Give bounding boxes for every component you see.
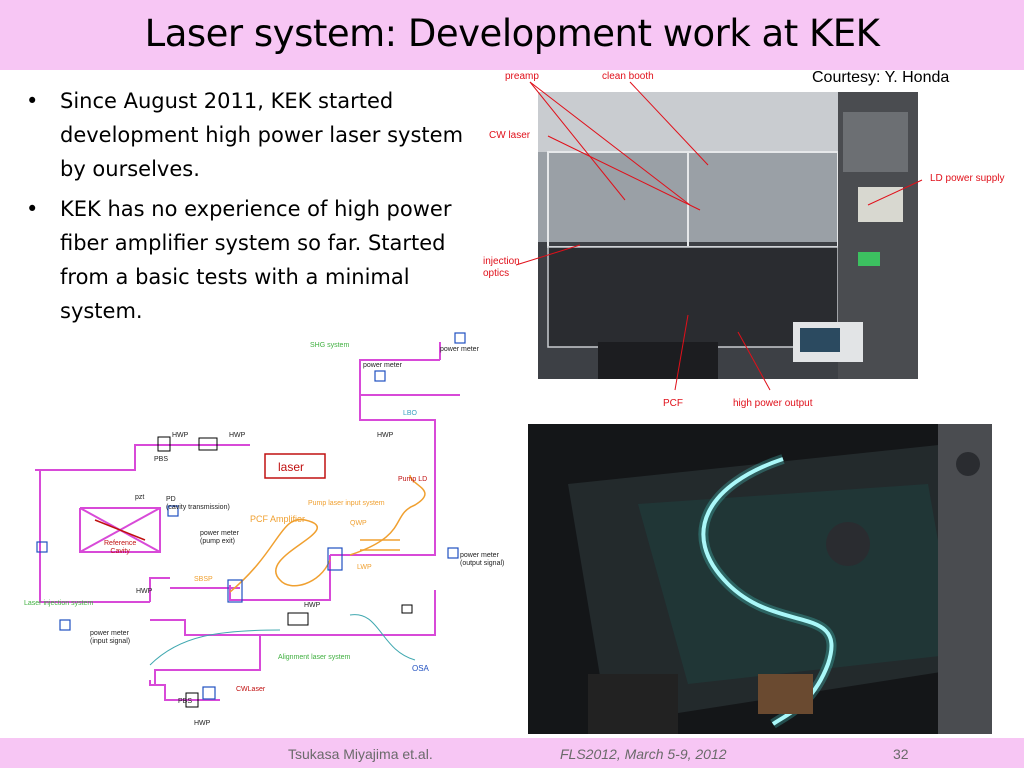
- label-reference-cavity: Reference Cavity: [104, 540, 137, 555]
- label-power-meter-input: power meter (input signal): [90, 630, 131, 645]
- footer-conference: FLS2012, March 5-9, 2012: [560, 746, 727, 762]
- bullet-list: Since August 2011, KEK started developme…: [20, 84, 485, 334]
- pcf-fiber-photo: [528, 424, 992, 734]
- label-shg-system: SHG system: [310, 342, 350, 349]
- callout-preamp: preamp: [505, 71, 539, 82]
- callout-cw-laser: CW laser: [489, 130, 531, 141]
- label-sbsp: SBSP: [194, 576, 213, 583]
- label-pbs-1: PBS: [154, 456, 169, 463]
- optical-setup-diagram: SHG system power meter power meter LBO H…: [20, 330, 510, 730]
- clean-booth-photo: [538, 92, 918, 379]
- callout-ld-power-supply: LD power supply: [930, 173, 1005, 184]
- bullet-item: KEK has no experience of high power fibe…: [20, 192, 485, 328]
- label-qwp: QWP: [350, 520, 367, 527]
- page-number: 32: [893, 746, 909, 762]
- label-power-meter-pump: power meter (pump exit): [200, 530, 239, 545]
- label-pd: PD (cavity transmission): [166, 496, 230, 511]
- courtesy-note: Courtesy: Y. Honda: [812, 69, 950, 86]
- label-hwp-3: HWP: [229, 432, 246, 439]
- label-hwp-1: HWP: [377, 432, 394, 439]
- label-laser: laser: [278, 460, 305, 474]
- label-pcf-amplifier: PCF Amplifier: [250, 514, 306, 524]
- callout-injection-optics: injection optics: [483, 256, 520, 279]
- bullet-item: Since August 2011, KEK started developme…: [20, 84, 485, 186]
- footer-bar: [0, 738, 1024, 768]
- label-hwp-5: HWP: [304, 602, 321, 609]
- title-bar: [0, 0, 1024, 70]
- label-laser-injection-system: Laser injection system: [24, 600, 94, 607]
- label-pzt: pzt: [135, 494, 145, 501]
- label-lwp: LWP: [357, 564, 372, 571]
- label-hwp-2: HWP: [172, 432, 189, 439]
- label-power-meter-1: power meter: [440, 346, 479, 353]
- label-osa: OSA: [412, 664, 429, 673]
- label-power-meter-2: power meter: [363, 362, 402, 369]
- label-cwlaser: CWLaser: [236, 686, 266, 693]
- label-hwp-4: HWP: [136, 588, 153, 595]
- label-power-meter-output: power meter (output signal): [460, 552, 505, 567]
- label-pump-ld: Pump LD: [398, 476, 428, 483]
- slide-title: Laser system: Development work at KEK: [144, 12, 880, 55]
- callout-high-power-output: high power output: [733, 398, 813, 409]
- label-hwp-6: HWP: [194, 720, 211, 727]
- callout-pcf: PCF: [663, 398, 683, 409]
- label-alignment-laser-system: Alignment laser system: [278, 654, 351, 661]
- label-lbo: LBO: [403, 410, 418, 417]
- callout-clean-booth: clean booth: [602, 71, 654, 82]
- footer-author: Tsukasa Miyajima et.al.: [288, 746, 433, 762]
- callout-lines: [515, 81, 923, 391]
- label-pbs-2: PBS: [178, 698, 193, 705]
- label-pump-laser-input: Pump laser input system: [308, 500, 385, 507]
